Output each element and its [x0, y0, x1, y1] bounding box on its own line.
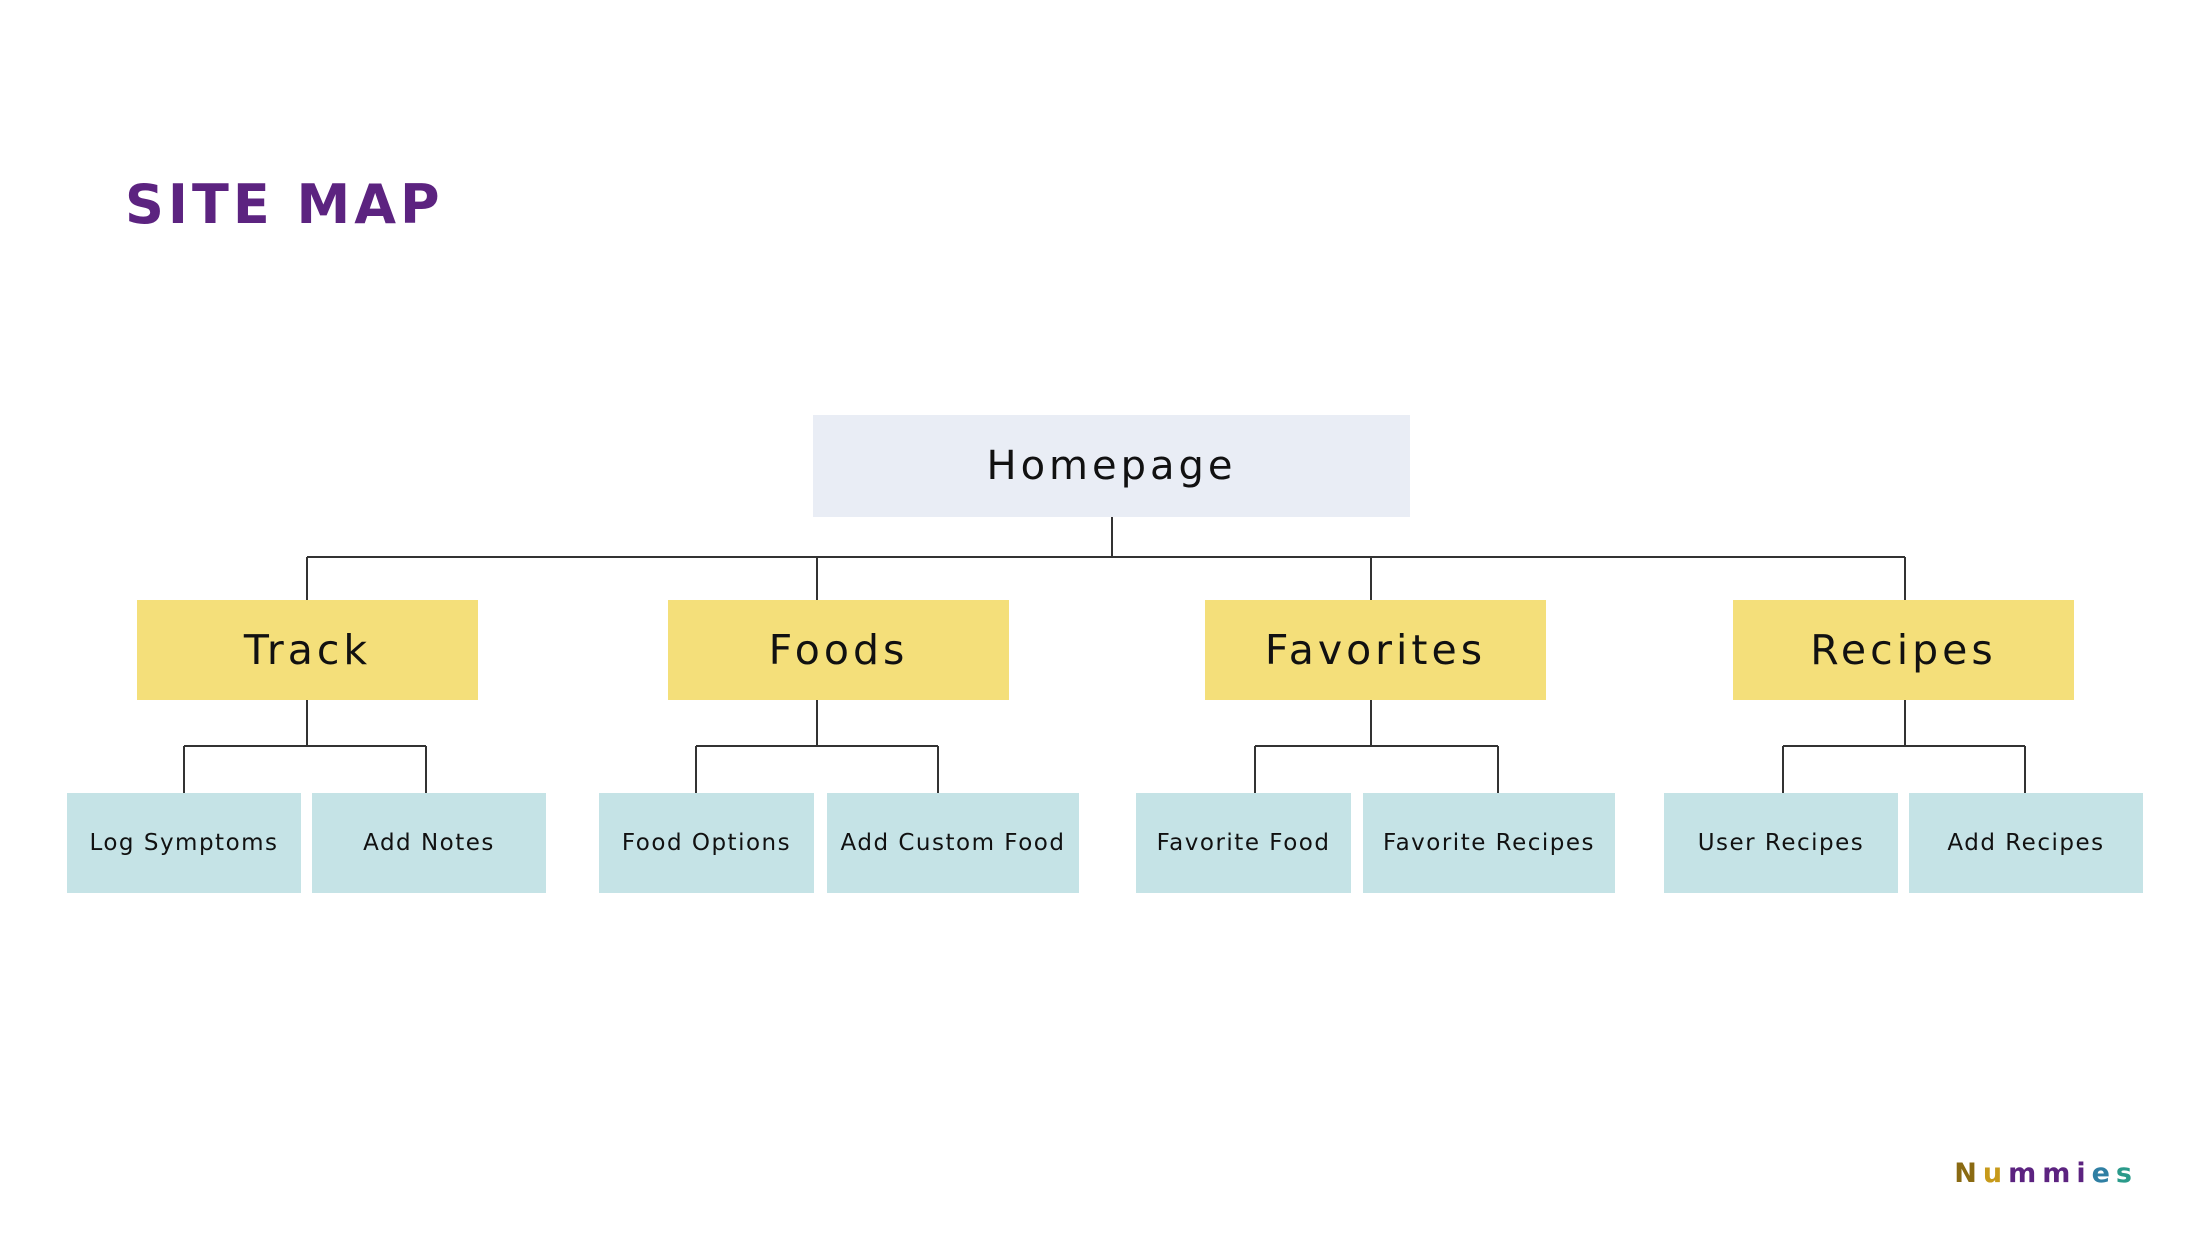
node-favorites: Favorites: [1205, 600, 1546, 700]
node-favorite-food: Favorite Food: [1136, 793, 1351, 893]
node-foods: Foods: [668, 600, 1009, 700]
brand-letter: m: [2042, 1158, 2077, 1189]
brand-letter: N: [1954, 1158, 1983, 1189]
node-food-options: Food Options: [599, 793, 814, 893]
brand-letter: s: [2115, 1158, 2138, 1189]
node-add-notes: Add Notes: [312, 793, 546, 893]
brand-letter: i: [2076, 1158, 2092, 1189]
node-recipes: Recipes: [1733, 600, 2074, 700]
brand-letter: m: [2008, 1158, 2043, 1189]
node-user-recipes: User Recipes: [1664, 793, 1898, 893]
node-add-recipes: Add Recipes: [1909, 793, 2143, 893]
node-track: Track: [137, 600, 478, 700]
node-log-symptoms: Log Symptoms: [67, 793, 301, 893]
node-favorite-recipes: Favorite Recipes: [1363, 793, 1615, 893]
node-add-custom-food: Add Custom Food: [827, 793, 1079, 893]
brand-letter: u: [1982, 1158, 2009, 1189]
brand-letter: e: [2091, 1158, 2116, 1189]
node-homepage: Homepage: [813, 415, 1410, 517]
page-title: SITE MAP: [125, 173, 444, 236]
